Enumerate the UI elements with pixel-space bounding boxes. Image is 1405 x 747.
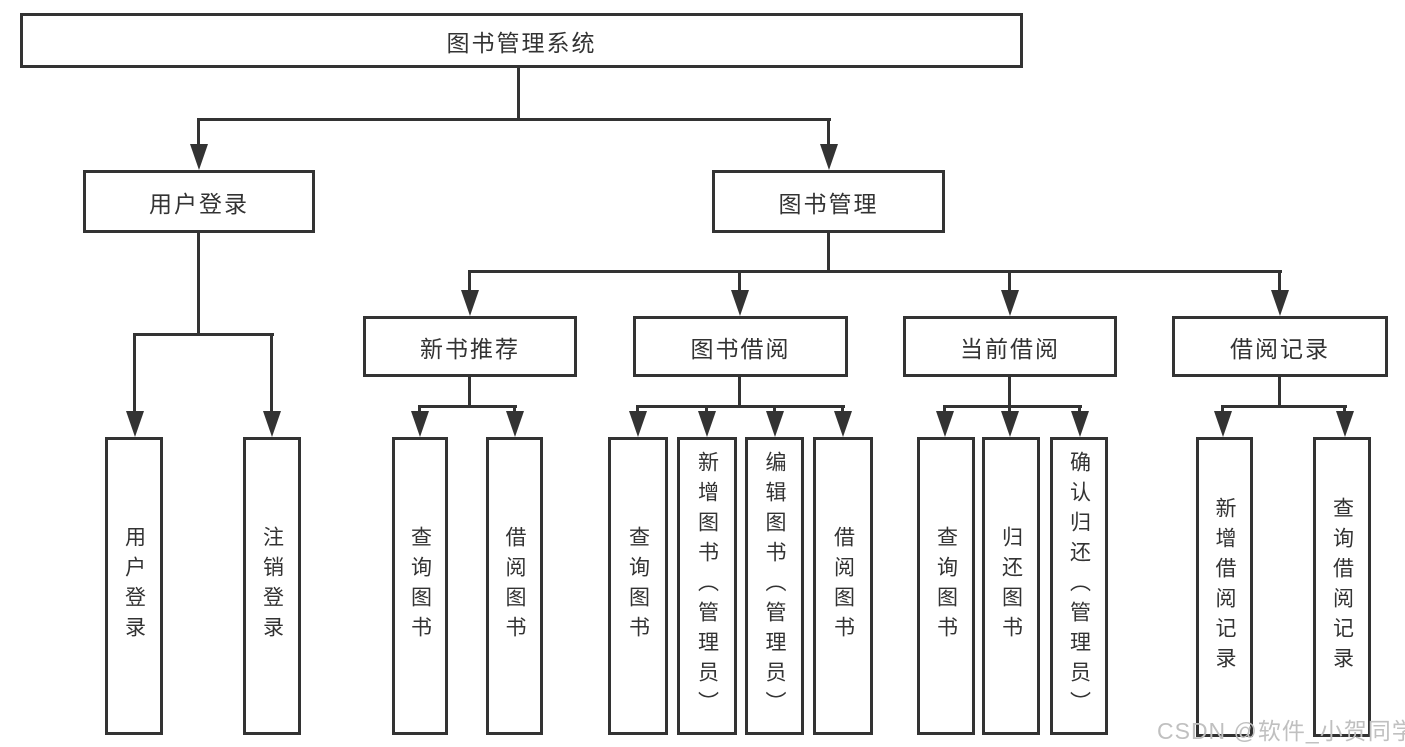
node-user-login: 用户登录 [83,170,315,233]
connector-borrow-cross [636,405,845,408]
connector-record-drop-2 [1343,405,1346,413]
leaf-recommend-borrow-book: 借阅图书 [486,437,543,735]
leaf-add-book-admin-label: 新增图书（管理员） [695,451,719,721]
leaf-recommend-query-book-label: 查询图书 [408,526,432,646]
connector-bookmgmt-stem [827,233,830,273]
connector-borrow-drop-3 [773,405,776,413]
arrow-down-icon [731,290,749,316]
connector-recommend-cross [418,405,517,408]
leaf-confirm-return-admin-label: 确认归还（管理员） [1067,451,1091,721]
leaf-add-borrow-record-label: 新增借阅记录 [1213,497,1236,677]
connector-current-drop-2 [1008,405,1011,413]
arrow-down-icon [698,411,716,437]
leaf-logout-label: 注销登录 [260,526,284,646]
connector-recommend-drop-1 [418,405,421,413]
connector-current-stem [1008,377,1011,408]
node-current-borrow-label: 当前借阅 [960,335,1060,362]
arrow-down-icon [1271,290,1289,316]
connector-recommend-stem [468,377,471,408]
connector-root-cross [197,118,831,121]
leaf-borrow-query-book: 查询图书 [608,437,668,735]
leaf-borrow-book-label: 借阅图书 [831,526,855,646]
node-book-borrow: 图书借阅 [633,316,848,377]
node-library-system-label: 图书管理系统 [446,29,597,56]
arrow-down-icon [1214,411,1232,437]
connector-record-stem [1278,377,1281,408]
leaf-add-book-admin: 新增图书（管理员） [677,437,737,735]
arrow-down-icon [263,411,281,437]
connector-userlogin-cross [133,333,274,336]
leaf-edit-book-admin-label: 编辑图书（管理员） [763,451,786,721]
arrow-down-icon [1336,411,1354,437]
connector-borrow-drop-2 [705,405,708,413]
node-new-book-recommend-label: 新书推荐 [420,335,520,362]
connector-recommend-drop-2 [513,405,516,413]
leaf-edit-book-admin: 编辑图书（管理员） [745,437,804,735]
node-borrow-record-label: 借阅记录 [1230,335,1330,362]
connector-root-drop-right [827,118,830,146]
leaf-recommend-query-book: 查询图书 [392,437,448,735]
connector-userlogin-stem [197,233,200,336]
arrow-down-icon [506,411,524,437]
arrow-down-icon [461,290,479,316]
leaf-query-borrow-record-label: 查询借阅记录 [1330,497,1354,677]
connector-userlogin-drop-1 [133,333,136,413]
arrow-down-icon [834,411,852,437]
leaf-borrow-book: 借阅图书 [813,437,873,735]
arrow-down-icon [190,144,208,170]
node-new-book-recommend: 新书推荐 [363,316,577,377]
connector-current-drop-3 [1078,405,1081,413]
connector-bookmgmt-drop-4 [1278,270,1281,292]
leaf-borrow-query-book-label: 查询图书 [626,526,650,646]
node-borrow-record: 借阅记录 [1172,316,1388,377]
arrow-down-icon [411,411,429,437]
connector-record-drop-1 [1221,405,1224,413]
node-book-management-label: 图书管理 [778,190,879,217]
leaf-current-query-book: 查询图书 [917,437,975,735]
connector-root-drop-left [197,118,200,146]
arrow-down-icon [820,144,838,170]
connector-root-stem [517,68,520,121]
arrow-down-icon [1001,411,1019,437]
leaf-recommend-borrow-book-label: 借阅图书 [503,526,526,646]
node-book-management: 图书管理 [712,170,945,233]
connector-bookmgmt-drop-3 [1008,270,1011,292]
arrow-down-icon [936,411,954,437]
connector-bookmgmt-cross [468,270,1282,273]
arrow-down-icon [1071,411,1089,437]
node-book-borrow-label: 图书借阅 [690,335,791,362]
node-current-borrow: 当前借阅 [903,316,1117,377]
connector-current-cross [943,405,1082,408]
leaf-logout: 注销登录 [243,437,301,735]
arrow-down-icon [126,411,144,437]
leaf-confirm-return-admin: 确认归还（管理员） [1050,437,1108,735]
leaf-user-login-label: 用户登录 [122,526,146,646]
connector-record-cross [1221,405,1347,408]
arrow-down-icon [629,411,647,437]
arrow-down-icon [1001,290,1019,316]
leaf-return-book: 归还图书 [982,437,1040,735]
connector-current-drop-1 [943,405,946,413]
node-library-system: 图书管理系统 [20,13,1023,68]
arrow-down-icon [766,411,784,437]
csdn-watermark: CSDN @软件_小贺同学 [1157,718,1405,744]
connector-bookmgmt-drop-2 [738,270,741,292]
leaf-user-login: 用户登录 [105,437,163,735]
connector-userlogin-drop-2 [270,333,273,413]
connector-bookmgmt-drop-1 [468,270,471,292]
connector-borrow-drop-4 [841,405,844,413]
leaf-query-borrow-record: 查询借阅记录 [1313,437,1371,737]
connector-borrow-drop-1 [636,405,639,413]
leaf-add-borrow-record: 新增借阅记录 [1196,437,1253,737]
leaf-return-book-label: 归还图书 [999,526,1023,646]
node-user-login-label: 用户登录 [149,190,249,217]
leaf-current-query-book-label: 查询图书 [934,526,958,646]
connector-borrow-stem [738,377,741,408]
